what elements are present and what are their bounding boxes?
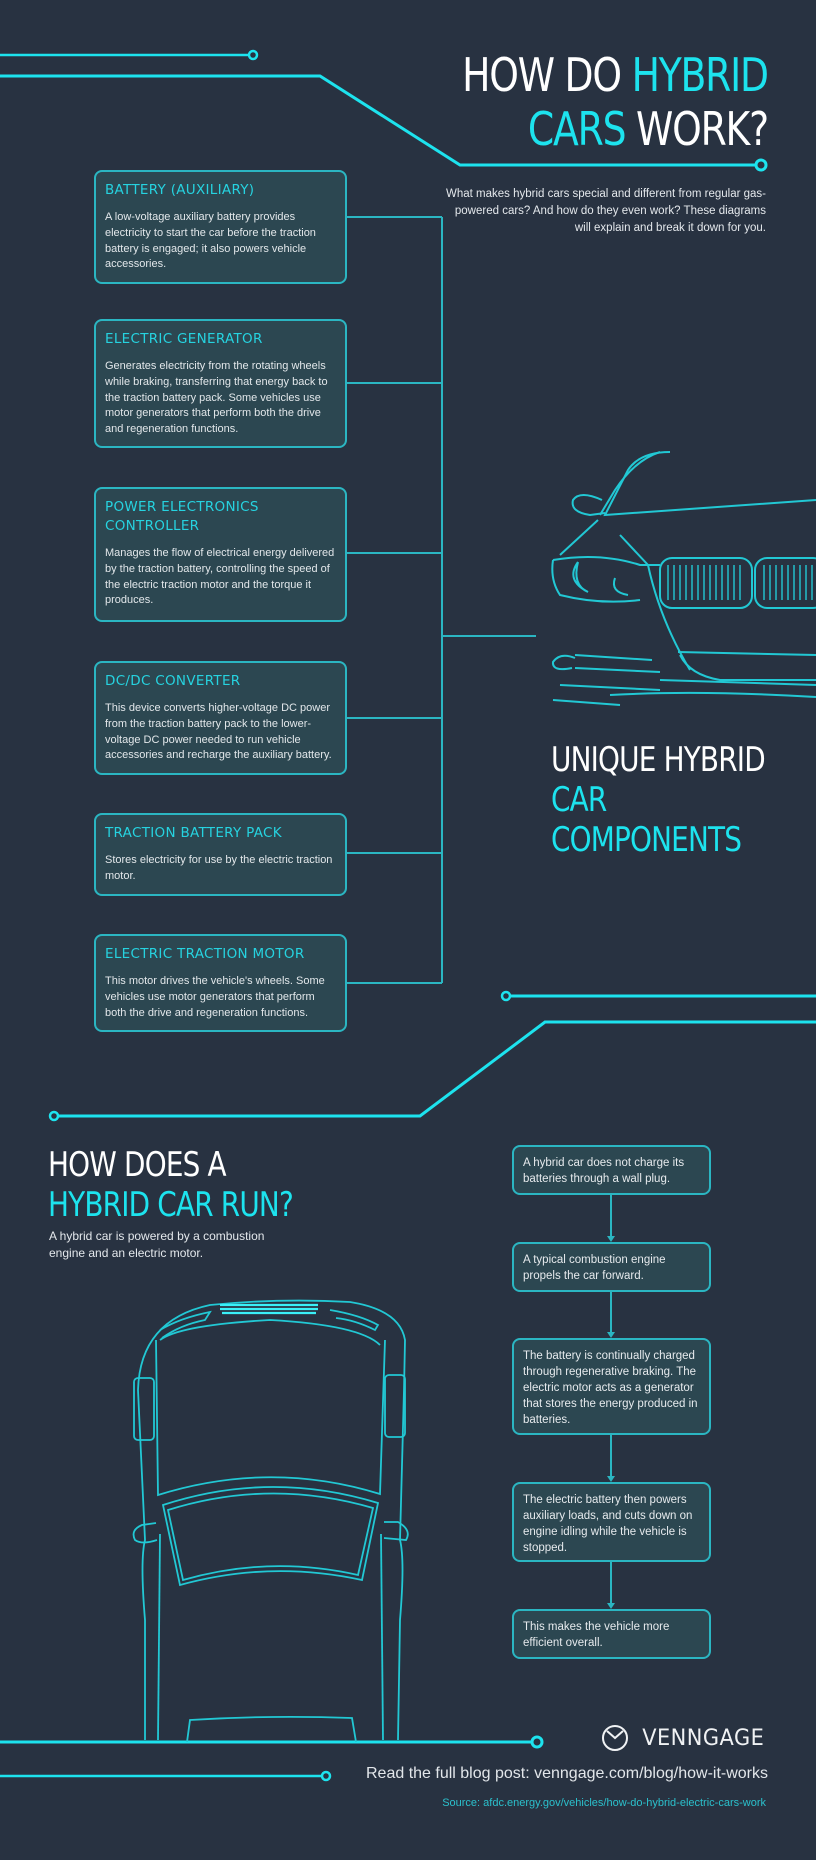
title-line1-white: HOW DO	[462, 48, 632, 102]
brand-name: VENNGAGE	[642, 1725, 765, 1751]
component-title: ELECTRIC TRACTION MOTOR	[105, 946, 305, 962]
flow-step-1: A hybrid car does not charge its batteri…	[512, 1145, 711, 1195]
component-title: ELECTRIC GENERATOR	[105, 331, 263, 347]
component-card-electric-generator: ELECTRIC GENERATOR Generates electricity…	[94, 319, 347, 448]
car-top-outline-icon	[132, 1299, 409, 1743]
title-line2-cyan: CARS	[528, 102, 627, 156]
component-card-power-electronics-controller: POWER ELECTRONICS CONTROLLER Manages the…	[94, 487, 347, 622]
component-description: Stores electricity for use by the electr…	[105, 854, 333, 882]
component-card-battery-auxiliary: BATTERY (AUXILIARY) A low-voltage auxili…	[94, 170, 347, 284]
title-line1-cyan: HYBRID	[631, 48, 770, 102]
component-description: Generates electricity from the rotating …	[105, 360, 328, 436]
component-title: DC/DC CONVERTER	[105, 673, 241, 689]
component-description: This device converts higher-voltage DC p…	[105, 702, 332, 762]
components-heading: UNIQUE HYBRID CAR COMPONENTS	[551, 740, 768, 860]
component-card-traction-battery-pack: TRACTION BATTERY PACK Stores electricity…	[94, 813, 347, 896]
component-card-dc-dc-converter: DC/DC CONVERTER This device converts hig…	[94, 661, 347, 775]
blog-link[interactable]: Read the full blog post: venngage.com/bl…	[366, 1765, 768, 1782]
component-title: POWER ELECTRONICS CONTROLLER	[105, 499, 259, 534]
components-heading-white: UNIQUE HYBRID	[551, 740, 766, 780]
flow-step-2: A typical combustion engine propels the …	[512, 1242, 711, 1292]
flow-step-3: The battery is continually charged throu…	[512, 1338, 711, 1435]
flow-step-5: This makes the vehicle more efficient ov…	[512, 1609, 711, 1659]
component-description: A low-voltage auxiliary battery provides…	[105, 211, 316, 271]
run-description: A hybrid car is powered by a combustion …	[49, 1229, 265, 1260]
run-heading-cyan: HYBRID CAR RUN?	[48, 1185, 294, 1225]
component-card-electric-traction-motor: ELECTRIC TRACTION MOTOR This motor drive…	[94, 934, 347, 1032]
component-description: Manages the flow of electrical energy de…	[105, 547, 335, 607]
car-front-outline-icon	[551, 451, 816, 706]
run-heading-white: HOW DOES A	[48, 1145, 227, 1185]
run-heading: HOW DOES A HYBRID CAR RUN?	[48, 1145, 294, 1225]
components-heading-cyan: CAR COMPONENTS	[551, 780, 742, 860]
component-title: BATTERY (AUXILIARY)	[105, 182, 255, 198]
title-line2-white: WORK?	[625, 102, 769, 156]
component-title: TRACTION BATTERY PACK	[105, 825, 282, 841]
venngage-logo-icon	[602, 1725, 629, 1751]
venngage-logo[interactable]: VENNGAGE	[601, 1724, 768, 1752]
component-description: This motor drives the vehicle's wheels. …	[105, 975, 325, 1019]
source-link[interactable]: Source: afdc.energy.gov/vehicles/how-do-…	[442, 1797, 766, 1809]
intro-text: What makes hybrid cars special and diffe…	[445, 188, 766, 234]
main-title: HOW DO HYBRID CARS WORK?	[462, 48, 770, 156]
flow-step-4: The electric battery then powers auxilia…	[512, 1482, 711, 1562]
